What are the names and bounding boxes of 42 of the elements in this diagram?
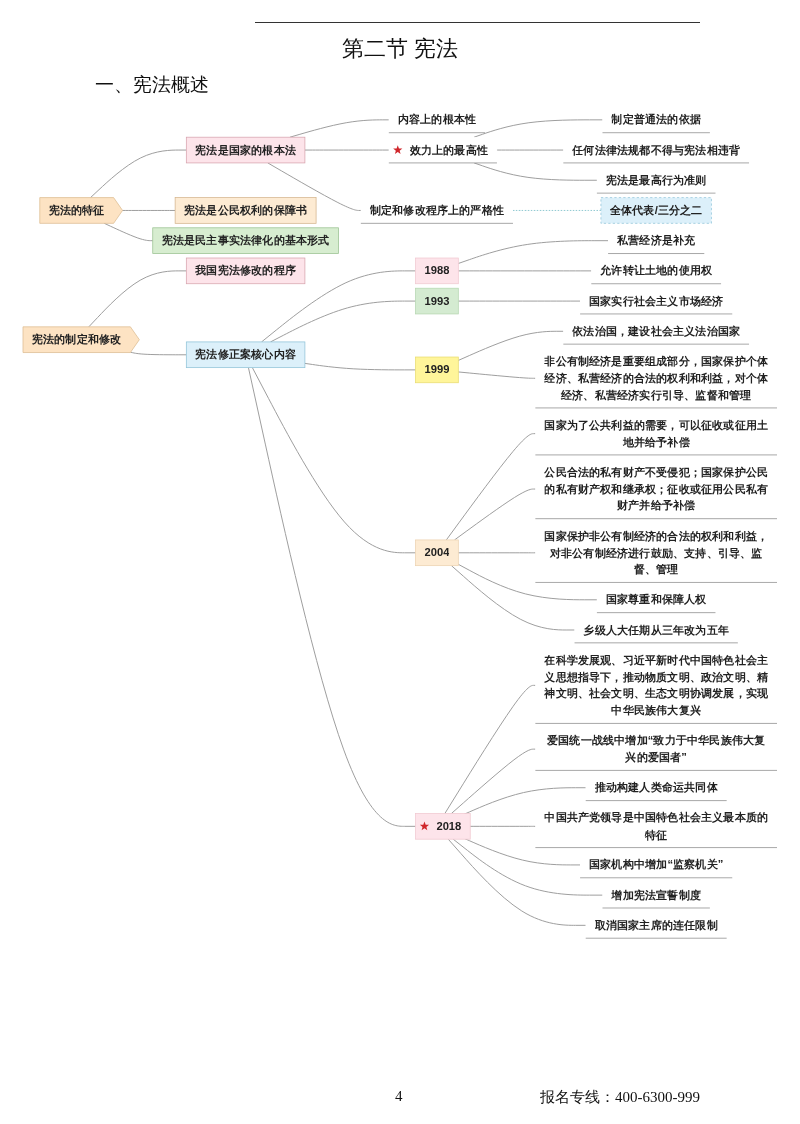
- connector: [267, 162, 362, 211]
- connector: [247, 367, 416, 827]
- connector: [447, 838, 587, 926]
- connector: [261, 270, 416, 343]
- connector: [457, 371, 536, 379]
- connector: [270, 300, 416, 343]
- section-heading: 一、宪法概述: [95, 73, 209, 97]
- connector: [473, 162, 598, 181]
- page-number: 4: [395, 1088, 403, 1106]
- connector: [450, 748, 536, 814]
- connector: [473, 119, 603, 138]
- connector: [457, 270, 592, 272]
- connector: [457, 563, 598, 601]
- node-box: 宪法是公民权利的保障书: [174, 197, 317, 224]
- connector: [454, 488, 536, 541]
- connector: [251, 367, 416, 554]
- connector: [304, 149, 390, 151]
- connector: [444, 684, 536, 814]
- node-box: 全体代表/三分之二: [600, 197, 712, 224]
- node-box: 宪法是国家的根本法: [185, 136, 306, 164]
- page-title: 第二节 宪法: [341, 35, 459, 63]
- footer-note: 报名专线：400-6300-999: [540, 1088, 700, 1107]
- connector: [457, 552, 536, 554]
- connector: [457, 240, 609, 264]
- connector: [289, 119, 390, 138]
- node-box: 1988: [415, 257, 459, 285]
- connector: [90, 149, 187, 199]
- node-box: 我国宪法修改的程序: [185, 257, 306, 285]
- connector: [450, 565, 575, 631]
- connector: [452, 838, 603, 896]
- node-box: 2004: [415, 539, 459, 567]
- connector: [304, 362, 416, 371]
- connector: [88, 270, 187, 328]
- node-box: 2018: [415, 813, 471, 840]
- connector: [457, 330, 564, 361]
- node-box: 宪法修正案核心内容: [185, 341, 306, 369]
- node-box: 1993: [415, 287, 459, 315]
- connector: [129, 351, 187, 356]
- connector: [445, 433, 536, 541]
- node-box: 宪法是民主事实法律化的基本形式: [152, 227, 339, 254]
- connector: [457, 300, 581, 302]
- node-box: 1999: [415, 356, 459, 384]
